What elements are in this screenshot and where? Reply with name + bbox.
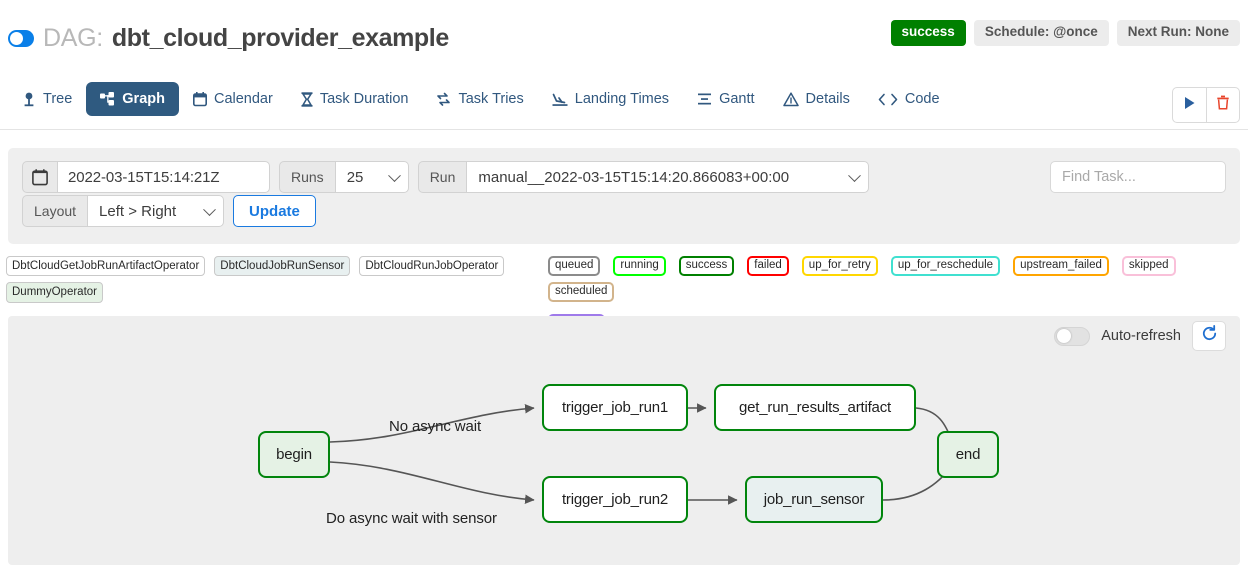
- tab-label: Landing Times: [574, 91, 670, 107]
- dag-run-select[interactable]: manual__2022-03-15T15:14:20.866083+00:00: [467, 161, 870, 193]
- find-task-input[interactable]: Find Task...: [1050, 161, 1226, 193]
- state-legend-tag: upstream_failed: [1013, 256, 1109, 276]
- tab-gantt[interactable]: Gantt: [683, 82, 768, 116]
- graph-edges: [329, 403, 954, 505]
- tab-task-duration[interactable]: Task Duration: [287, 82, 423, 116]
- tab-label: Graph: [122, 91, 165, 107]
- runs-label: Runs: [279, 161, 336, 193]
- filter-row-secondary: Layout Left > Right Update: [22, 195, 316, 227]
- graph-canvas[interactable]: begin trigger_job_run1 get_run_results_art…: [8, 316, 1240, 565]
- runs-count-select[interactable]: 25: [335, 161, 409, 193]
- update-button[interactable]: Update: [233, 195, 316, 227]
- runs-count-group: Runs 25: [279, 161, 409, 193]
- auto-refresh-label: Auto-refresh: [1101, 328, 1181, 344]
- state-legend-tag: skipped: [1121, 256, 1176, 276]
- run-label: Run: [417, 161, 468, 193]
- dag-action-buttons: [1172, 87, 1240, 123]
- tab-label: Gantt: [719, 91, 755, 107]
- calendar-icon[interactable]: [22, 161, 58, 193]
- layout-value: Left > Right: [99, 202, 177, 220]
- schedule-badge[interactable]: Schedule: @once: [973, 20, 1109, 46]
- tab-landing-times[interactable]: Landing Times: [538, 82, 683, 116]
- graph-node-job_run_sensor[interactable]: job_run_sensor: [745, 476, 883, 523]
- code-icon: [878, 93, 898, 106]
- state-legend-tag: queued: [548, 256, 601, 276]
- view-tabs-bar: Tree Graph Calendar Task Duration: [0, 82, 1248, 130]
- tab-graph[interactable]: Graph: [86, 82, 179, 116]
- tab-label: Task Duration: [319, 91, 409, 107]
- operator-legend-tag: DummyOperator: [6, 282, 103, 303]
- landing-icon: [552, 92, 568, 107]
- tab-label: Calendar: [213, 91, 273, 107]
- tab-code[interactable]: Code: [864, 82, 954, 116]
- tab-details[interactable]: Details: [769, 82, 864, 116]
- auto-refresh-toggle[interactable]: [1054, 326, 1091, 346]
- filter-row-primary: 2022-03-15T15:14:21Z Runs 25 Run manual_…: [22, 161, 870, 193]
- tab-label: Task Tries: [458, 91, 524, 107]
- state-legend-tag: up_for_reschedule: [890, 256, 1001, 276]
- graph-edge-label: No async wait: [389, 418, 482, 435]
- dag-label: DAG:: [43, 24, 103, 52]
- tab-label: Code: [904, 91, 940, 107]
- graph-node-trigger_job_run1[interactable]: trigger_job_run1: [542, 384, 688, 431]
- tab-label: Tree: [43, 91, 73, 107]
- graph-edge-label: Do async wait with sensor: [326, 510, 497, 527]
- gantt-icon: [697, 92, 712, 106]
- graph-node-end[interactable]: end: [937, 431, 999, 478]
- trigger-dag-button[interactable]: [1173, 88, 1206, 122]
- execution-date-input[interactable]: 2022-03-15T15:14:21Z: [58, 161, 270, 193]
- play-icon: [1183, 96, 1196, 115]
- header-badges: success Schedule: @once Next Run: None: [890, 20, 1240, 46]
- graph-node-begin[interactable]: begin: [258, 431, 330, 478]
- state-legend-tag: running: [613, 256, 666, 276]
- refresh-button[interactable]: [1192, 321, 1226, 351]
- chevron-down-icon: [848, 169, 862, 183]
- tab-task-tries[interactable]: Task Tries: [422, 82, 537, 116]
- layout-label: Layout: [22, 195, 89, 227]
- tree-icon: [22, 92, 36, 107]
- layout-group: Layout Left > Right: [22, 195, 225, 227]
- status-badge: success: [890, 20, 966, 46]
- chevron-down-icon: [387, 169, 401, 183]
- page-title: dbt_cloud_provider_example: [111, 24, 449, 52]
- runs-count-value: 25: [346, 168, 364, 186]
- retry-icon: [436, 92, 451, 107]
- tab-calendar[interactable]: Calendar: [179, 82, 287, 116]
- state-legend-tag: up_for_retry: [801, 256, 878, 276]
- calendar-icon: [192, 91, 207, 107]
- chevron-down-icon: [203, 203, 216, 217]
- trash-icon: [1216, 95, 1230, 115]
- state-legend-tag: success: [678, 256, 735, 276]
- operator-legend-tag: DbtCloudJobRunSensor: [214, 256, 351, 277]
- state-legend-tag: scheduled: [548, 281, 615, 302]
- tab-tree[interactable]: Tree: [8, 82, 86, 116]
- view-tabs: Tree Graph Calendar Task Duration: [8, 82, 954, 116]
- graph-toolbar: Auto-refresh: [1054, 321, 1226, 351]
- delete-dag-button[interactable]: [1206, 88, 1239, 122]
- graph-icon: [100, 91, 115, 107]
- next-run-badge: Next Run: None: [1116, 20, 1240, 46]
- tab-label: Details: [805, 91, 850, 107]
- dag-title-row: DAG: dbt_cloud_provider_example: [8, 24, 449, 53]
- triangle-alert-icon: [782, 91, 799, 107]
- dag-run-group: Run manual__2022-03-15T15:14:20.866083+0…: [417, 161, 870, 193]
- execution-date-group: 2022-03-15T15:14:21Z: [22, 161, 270, 193]
- dag-pause-toggle[interactable]: [8, 30, 34, 47]
- page-header: DAG: dbt_cloud_provider_example success …: [0, 0, 1248, 72]
- hourglass-icon: [301, 91, 313, 107]
- operator-legend-tag: DbtCloudRunJobOperator: [359, 256, 505, 277]
- operator-legend-tag: DbtCloudGetJobRunArtifactOperator: [6, 256, 206, 277]
- graph-node-get_run_results_artifact[interactable]: get_run_results_artifact: [714, 384, 916, 431]
- dag-run-filter-bar: 2022-03-15T15:14:21Z Runs 25 Run manual_…: [8, 148, 1240, 244]
- refresh-icon: [1201, 325, 1218, 347]
- dag-run-value: manual__2022-03-15T15:14:20.866083+00:00: [478, 168, 790, 186]
- layout-select[interactable]: Left > Right: [88, 195, 225, 227]
- graph-node-trigger_job_run2[interactable]: trigger_job_run2: [542, 476, 688, 523]
- operator-legend: DbtCloudGetJobRunArtifactOperator DbtClou…: [6, 256, 546, 303]
- state-legend: queued running success failed up_for_retry up…: [548, 256, 1248, 334]
- state-legend-tag: failed: [747, 256, 789, 276]
